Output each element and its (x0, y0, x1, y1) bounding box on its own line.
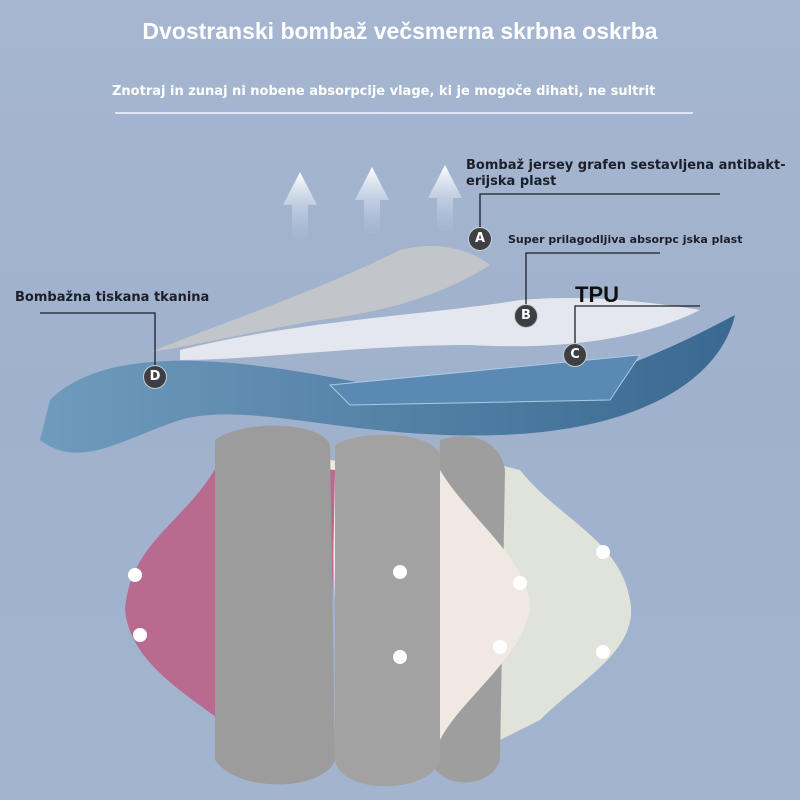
page-title: Dvostranski bombaž večsmerna skrbna oskr… (142, 18, 658, 44)
layer-b-badge: B (514, 304, 538, 328)
breathable-arrows-icon (283, 165, 462, 238)
divider (115, 112, 693, 114)
layer-d-badge: D (143, 365, 167, 389)
layer-a-badge: A (468, 227, 492, 251)
absorbent-layer (180, 298, 700, 360)
layer-c-badge: C (563, 343, 587, 367)
absorbent-mesh-layer (328, 354, 642, 406)
layer-a-label: Bombaž jersey grafen sestavljena antibak… (466, 158, 786, 189)
layer-c-label: TPU (575, 282, 619, 307)
cotton-jersey-layer (150, 245, 490, 352)
layer-d-label: Bombažna tiskana tkanina (15, 290, 210, 305)
cloth-pads (125, 425, 632, 787)
layer-b-label: Super prilagodljiva absorpc jska plast (508, 233, 743, 246)
subtitle: Znotraj in zunaj ni nobene absorpcije vl… (112, 84, 656, 99)
leader-lines (40, 193, 720, 365)
tpu-layer (40, 315, 735, 453)
